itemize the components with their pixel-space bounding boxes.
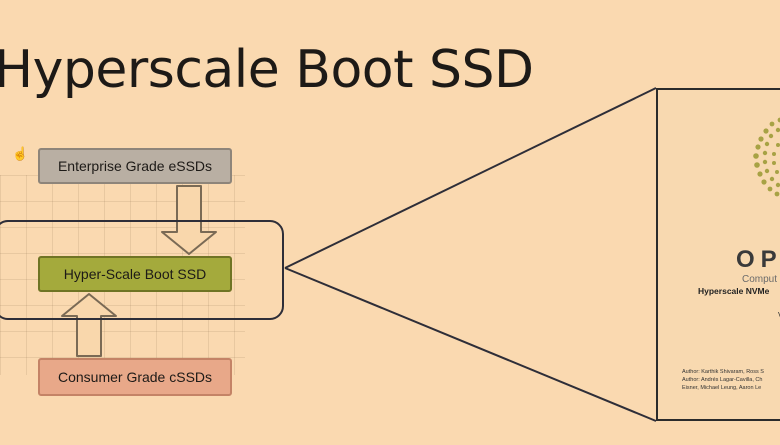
doc-logo-text: OPE <box>736 246 780 273</box>
doc-author-line: Author: Karthik Shivaram, Ross S <box>682 369 764 375</box>
slide-title: Hyperscale Boot SSD <box>0 40 534 100</box>
doc-version: V <box>778 311 780 320</box>
doc-author-line: Eisner, Michael Leung, Aaron Le <box>682 385 762 391</box>
zoom-line-bottom <box>284 267 657 422</box>
doc-logo-subtitle: Comput <box>742 274 778 285</box>
spec-document-preview: OPE Comput Hyperscale NVMe V Author: Kar… <box>656 88 780 421</box>
consumer-cssd-box: Consumer Grade cSSDs <box>38 358 232 396</box>
hyperscale-boot-ssd-box: Hyper-Scale Boot SSD <box>38 256 232 292</box>
doc-author-line: Author: Andrés Lagar-Cavilla, Ch <box>682 377 763 383</box>
up-arrow <box>61 293 117 357</box>
hyperscale-highlight-frame <box>0 220 284 320</box>
doc-authors: Author: Karthik Shivaram, Ross S Author:… <box>682 368 764 392</box>
doc-title: Hyperscale NVMe <box>698 286 770 296</box>
enterprise-essd-box: Enterprise Grade eSSDs <box>38 148 232 184</box>
zoom-line-top <box>284 87 657 269</box>
ocp-leaf-logo-icon <box>753 117 780 197</box>
hand-cursor-icon: ☝ <box>12 146 29 161</box>
